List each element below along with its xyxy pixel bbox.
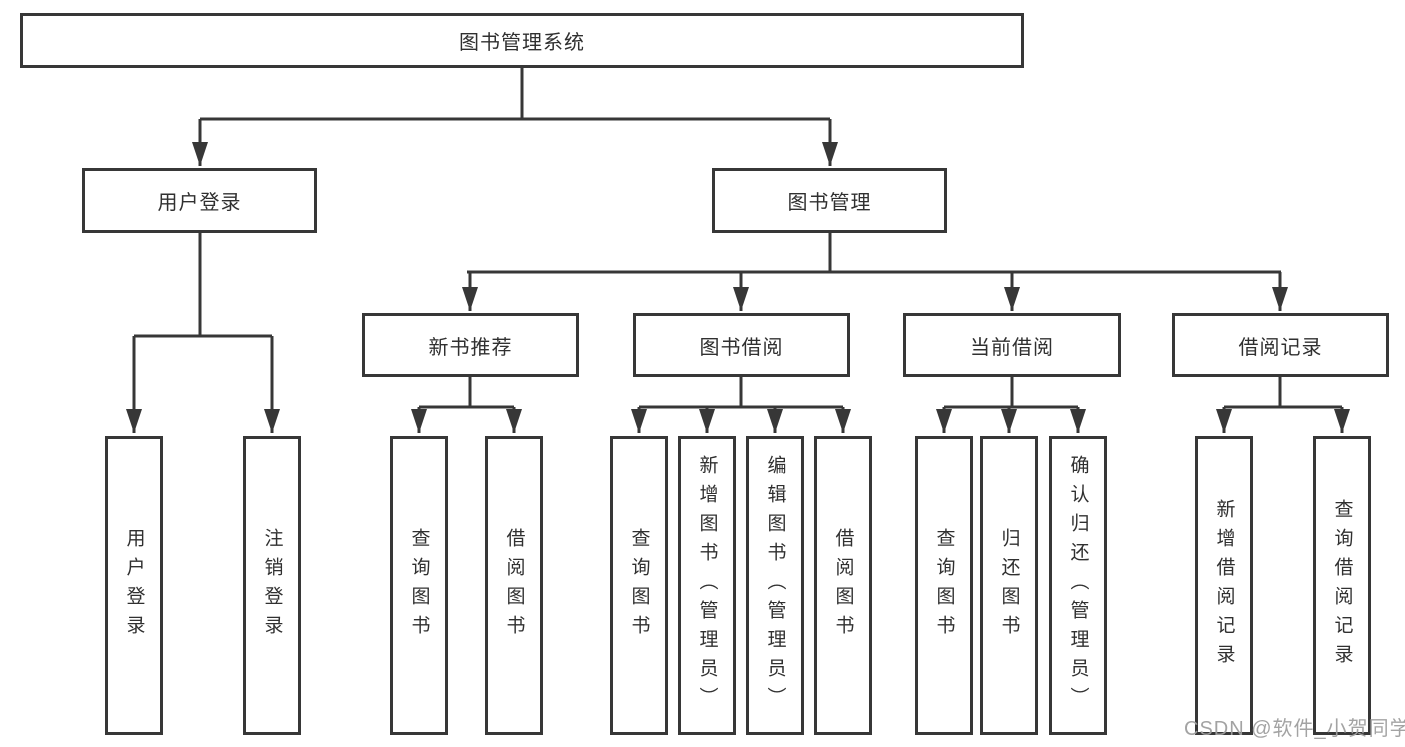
- node-book-borrowing: 图书借阅: [633, 313, 850, 377]
- edge-arrows: [126, 119, 1350, 433]
- leaf-user-login: 用户登录: [105, 436, 163, 735]
- leaf-bb-borrow-books: 借阅图书: [814, 436, 872, 735]
- node-book-management-label: 图书管理: [787, 192, 872, 214]
- node-borrow-records-label: 借阅记录: [1238, 336, 1323, 359]
- leaf-logout: 注销登录: [243, 436, 301, 735]
- node-current-borrowing-label: 当前借阅: [970, 336, 1054, 359]
- leaf-bb-query-books: 查询图书: [610, 436, 668, 735]
- node-user-login: 用户登录: [82, 168, 317, 233]
- node-new-book-recommend-label: 新书推荐: [428, 336, 513, 359]
- node-new-book-recommend: 新书推荐: [362, 313, 579, 377]
- leaf-br-add-record: 新增借阅记录: [1195, 436, 1253, 735]
- node-book-management: 图书管理: [712, 168, 947, 233]
- csdn-watermark: CSDN @软件_小贺同学: [1184, 718, 1405, 740]
- leaf-nb-borrow-books: 借阅图书: [485, 436, 543, 735]
- leaf-bb-edit-books-admin: 编辑图书（管理员）: [746, 436, 804, 735]
- leaf-cb-confirm-return-admin: 确认归还（管理员）: [1049, 436, 1107, 735]
- node-root-label: 图书管理系统: [459, 32, 585, 54]
- node-borrow-records: 借阅记录: [1172, 313, 1389, 377]
- leaf-cb-query-books: 查询图书: [915, 436, 973, 735]
- node-root: 图书管理系统: [20, 13, 1024, 68]
- node-book-borrowing-label: 图书借阅: [699, 336, 784, 359]
- leaf-bb-add-books-admin: 新增图书（管理员）: [678, 436, 736, 735]
- node-current-borrowing: 当前借阅: [903, 313, 1121, 377]
- leaf-nb-query-books: 查询图书: [390, 436, 448, 735]
- leaf-br-query-record: 查询借阅记录: [1313, 436, 1371, 735]
- node-user-login-label: 用户登录: [157, 192, 242, 214]
- leaf-cb-return-books: 归还图书: [980, 436, 1038, 735]
